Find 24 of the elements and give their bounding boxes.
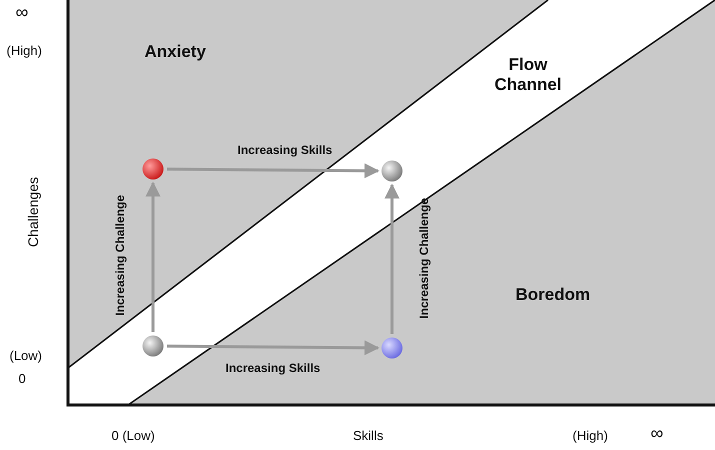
axis-label: (High) — [6, 42, 42, 58]
arrow — [384, 184, 400, 334]
edge-label: Increasing Skills — [226, 361, 320, 375]
region-label: Boredom — [516, 285, 590, 305]
axis-label: 0 (Low) — [112, 428, 155, 442]
sphere — [381, 160, 403, 182]
arrow — [166, 340, 380, 356]
axis-title: Skills — [353, 428, 384, 442]
axis-label: (Low) — [10, 348, 42, 362]
arrow — [166, 163, 380, 178]
arrow — [146, 182, 160, 332]
axis-label: 0 — [18, 370, 26, 386]
region-label: Flow Channel — [493, 55, 563, 95]
sphere — [142, 158, 164, 180]
edge-label: Increasing Challenge — [113, 194, 127, 316]
axis-label: ∞ — [16, 2, 28, 22]
sphere — [142, 335, 164, 357]
axis-label: ∞ — [650, 422, 664, 444]
axis-title: Challenges — [25, 177, 41, 248]
edge-label: Increasing Challenge — [417, 198, 431, 318]
region-label: Anxiety — [144, 42, 206, 62]
axis-label: (High) — [572, 428, 608, 442]
edge-label: Increasing Skills — [238, 143, 332, 157]
sphere — [381, 337, 403, 359]
